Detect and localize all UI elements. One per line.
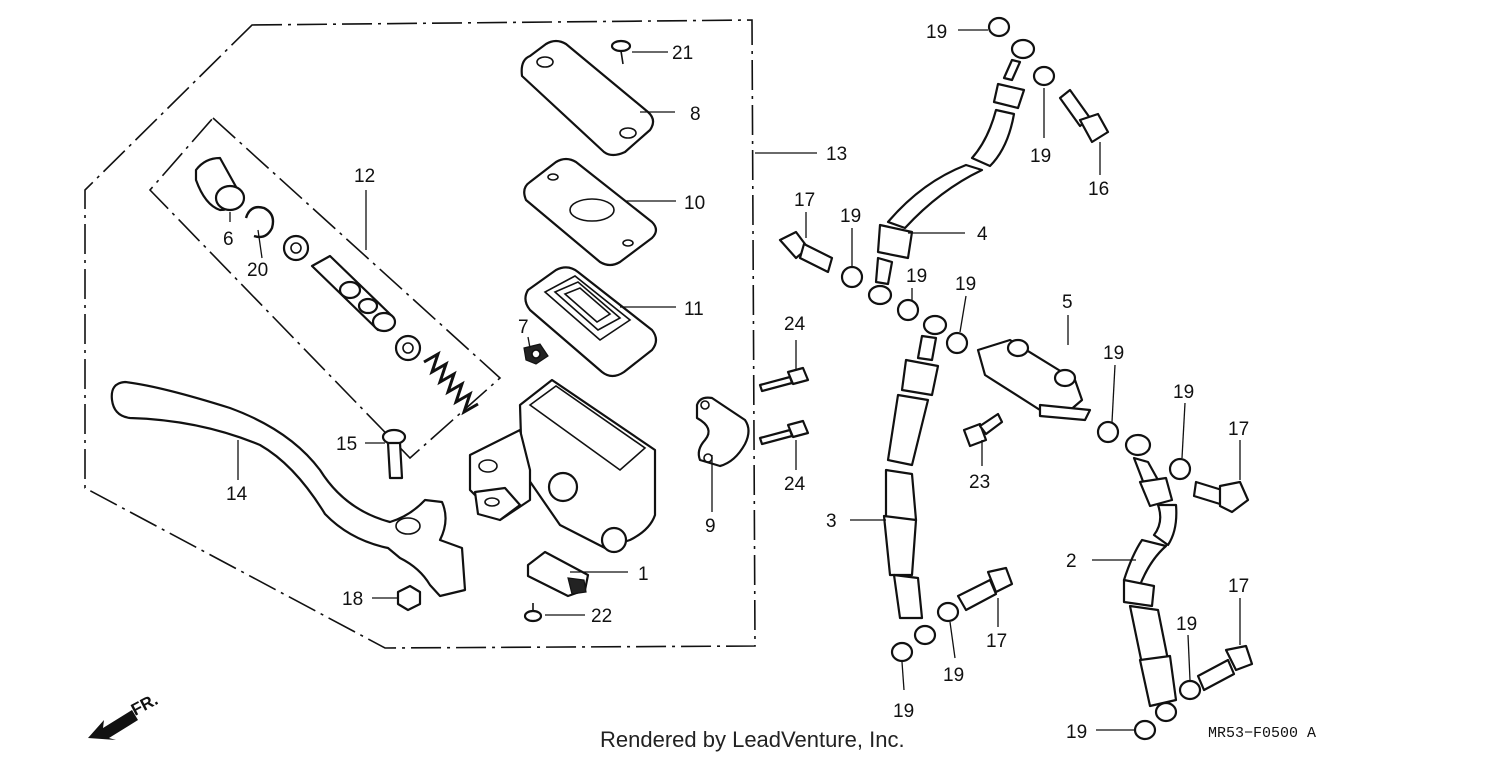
diagram-code: MR53−F0500 A <box>1208 725 1316 742</box>
oil-bolt-17-right[interactable] <box>1192 480 1250 514</box>
callout-17-lower: 17 <box>1228 576 1249 597</box>
callout-7: 7 <box>518 317 529 338</box>
callout-21: 21 <box>672 43 693 64</box>
callout-labels: 1 2 3 4 5 6 7 8 9 10 11 12 13 14 15 16 1… <box>223 22 1249 743</box>
rendered-by-credit: Rendered by LeadVenture, Inc. <box>600 727 905 752</box>
callout-6: 6 <box>223 229 234 250</box>
callout-13: 13 <box>826 144 847 165</box>
piston-assembly[interactable] <box>282 234 422 362</box>
master-cylinder-holder[interactable] <box>695 396 750 468</box>
cap-screw[interactable] <box>610 39 632 65</box>
front-arrow-icon <box>88 710 138 740</box>
lever-pivot-bolt[interactable] <box>381 428 407 480</box>
sealing-washers[interactable] <box>840 16 1202 741</box>
callout-9: 9 <box>705 516 716 537</box>
callout-2: 2 <box>1066 551 1077 572</box>
callout-4: 4 <box>977 224 988 245</box>
callout-19-c: 19 <box>840 206 861 227</box>
callout-19-f: 19 <box>1103 343 1124 364</box>
master-cylinder-body[interactable] <box>468 378 657 554</box>
callout-17-upper: 17 <box>794 190 815 211</box>
holder-bolt-lower[interactable] <box>758 419 810 446</box>
diaphragm[interactable] <box>524 266 658 378</box>
callout-16: 16 <box>1088 179 1109 200</box>
dust-boot[interactable] <box>194 156 246 212</box>
callout-15: 15 <box>336 434 357 455</box>
brake-lever[interactable] <box>110 380 467 598</box>
oil-bolt-17-upper[interactable] <box>778 230 834 274</box>
joint-bolt-23[interactable] <box>962 412 1004 448</box>
callout-11: 11 <box>684 299 704 320</box>
callout-1: 1 <box>638 564 649 585</box>
callout-19-j: 19 <box>1176 614 1197 635</box>
callout-19-g: 19 <box>1173 382 1194 403</box>
switch-screw[interactable] <box>523 603 543 623</box>
callout-24-lower: 24 <box>784 474 806 495</box>
callout-14: 14 <box>226 484 248 505</box>
callout-19-e: 19 <box>955 274 976 295</box>
oil-bolt-17-lower[interactable] <box>1196 644 1254 692</box>
callout-10: 10 <box>684 193 705 214</box>
reservoir-cap[interactable] <box>520 39 655 157</box>
diaphragm-plate[interactable] <box>523 157 658 267</box>
callout-19-d: 19 <box>906 266 927 287</box>
brake-hose-2[interactable] <box>1122 433 1178 723</box>
callout-20: 20 <box>247 260 268 281</box>
callout-8: 8 <box>690 104 701 125</box>
holder-bolt-upper[interactable] <box>758 366 810 393</box>
callout-18: 18 <box>342 589 363 610</box>
front-direction-indicator: FR. <box>88 690 161 740</box>
callout-19-b: 19 <box>1030 146 1051 167</box>
callout-3: 3 <box>826 511 837 532</box>
return-spring[interactable] <box>423 350 479 416</box>
leader-lines <box>229 29 1241 731</box>
callout-19-a: 19 <box>926 22 947 43</box>
brake-hose-3-way-joint[interactable] <box>976 338 1092 422</box>
callout-12: 12 <box>354 166 375 187</box>
callout-19-k: 19 <box>1066 722 1087 743</box>
callout-19-h: 19 <box>893 701 914 722</box>
oil-bolt-16[interactable] <box>1058 88 1110 144</box>
callout-22: 22 <box>591 606 612 627</box>
brake-hose-4[interactable] <box>867 38 1036 306</box>
reservoir-screw-clip[interactable] <box>523 343 549 365</box>
assembly-outline-13 <box>84 19 756 649</box>
callout-17-right: 17 <box>1228 419 1249 440</box>
oil-bolt-17-middle[interactable] <box>956 566 1014 612</box>
callout-24-upper: 24 <box>784 314 806 335</box>
piston-kit-outline-12 <box>148 116 502 460</box>
lever-pivot-nut[interactable] <box>396 584 422 612</box>
callout-23: 23 <box>969 472 990 493</box>
brake-light-switch[interactable] <box>526 550 590 598</box>
callout-17-middle: 17 <box>986 631 1007 652</box>
circlip[interactable] <box>244 205 275 239</box>
callout-19-i: 19 <box>943 665 964 686</box>
callout-5: 5 <box>1062 292 1073 313</box>
brake-hose-3[interactable] <box>882 314 948 646</box>
